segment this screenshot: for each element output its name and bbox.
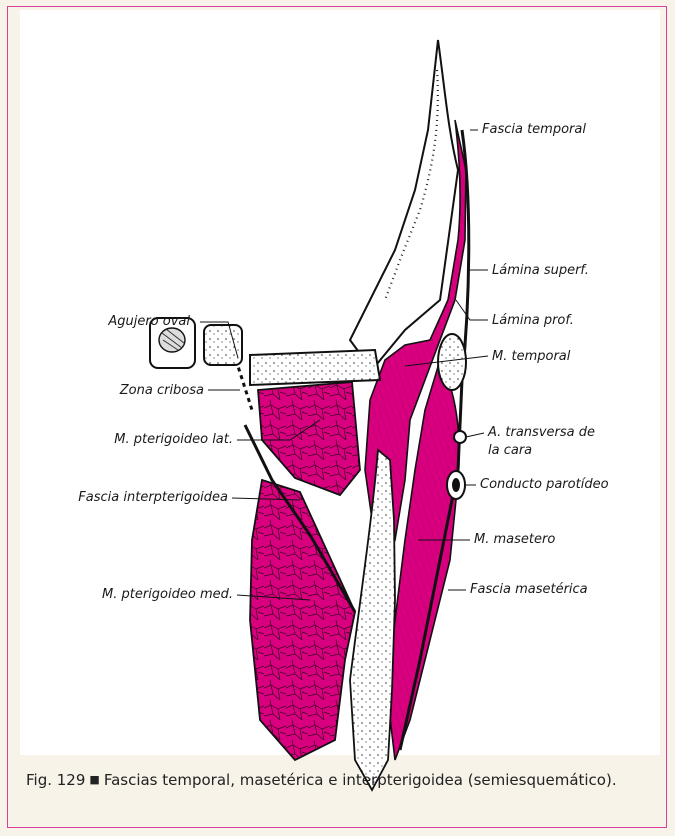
label-zona-cribosa: Zona cribosa xyxy=(40,383,204,398)
label-m-masetero: M. masetero xyxy=(474,532,555,547)
sphenoid-bone-right xyxy=(204,325,242,365)
leader-a-transversa xyxy=(466,433,484,437)
lateral-pterygoid xyxy=(258,382,360,495)
label-lamina-superf: Lámina superf. xyxy=(492,263,589,278)
caption-separator: ■ xyxy=(89,773,99,786)
leader-lamina-prof xyxy=(456,300,488,320)
a-transversa-shape xyxy=(454,431,466,443)
caption-text: Fascias temporal, masetérica e interpter… xyxy=(104,771,617,789)
label-fascia-maseterica: Fascia masetérica xyxy=(470,582,588,597)
label-fascia-interpterigoidea: Fascia interpterigoidea xyxy=(20,490,228,505)
label-agujero-oval: Agujero oval xyxy=(40,314,190,329)
label-m-pterigoideo-lat: M. pterigoideo lat. xyxy=(40,432,233,447)
label-lamina-prof: Lámina prof. xyxy=(492,313,574,328)
label-a-transversa-line2: la cara xyxy=(488,443,532,458)
figure-caption: Fig. 129 ■ Fascias temporal, masetérica e … xyxy=(26,770,626,790)
label-a-transversa-line1: A. transversa de xyxy=(488,425,595,440)
zygomatic-arch xyxy=(250,350,380,385)
label-conducto-parotideo: Conducto parotídeo xyxy=(480,477,609,492)
label-m-pterigoideo-med: M. pterigoideo med. xyxy=(40,587,233,602)
label-fascia-temporal: Fascia temporal xyxy=(482,122,586,137)
caption-number: Fig. 129 xyxy=(26,771,85,789)
label-m-temporal: M. temporal xyxy=(492,349,570,364)
mandible-ramus xyxy=(350,450,395,790)
